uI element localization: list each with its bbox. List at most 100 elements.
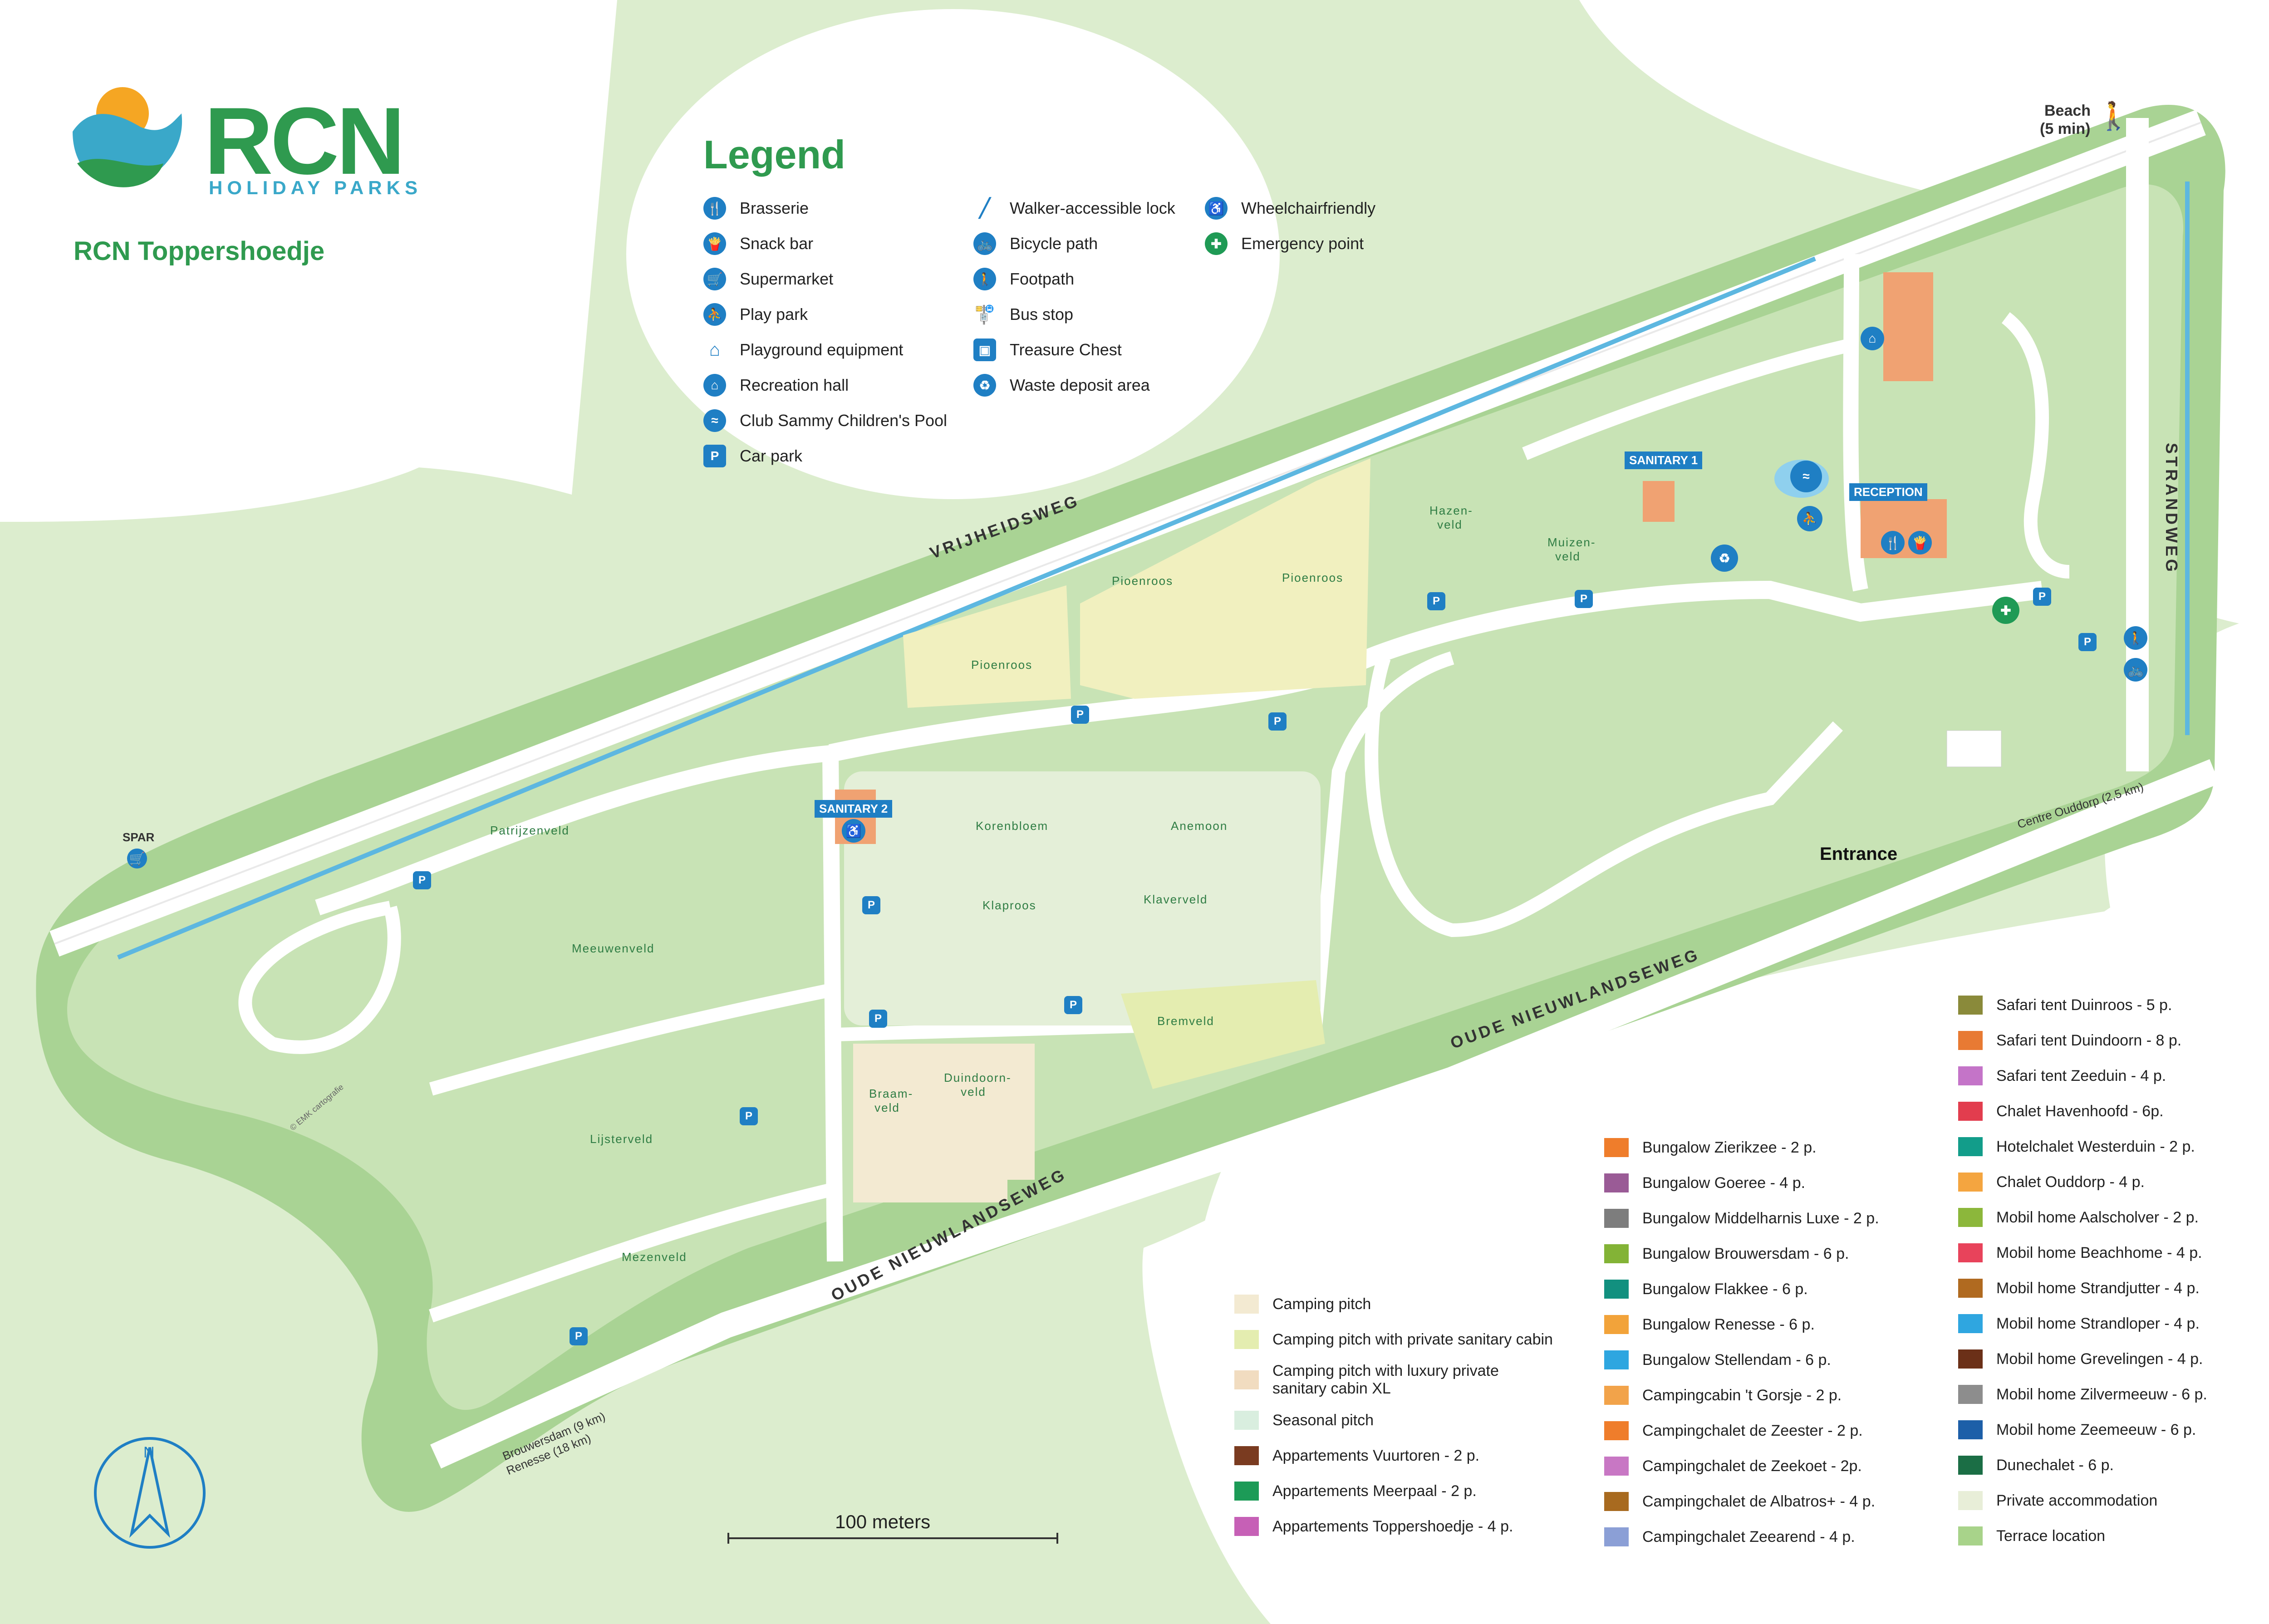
footpath-icon: 🚶	[2124, 626, 2147, 650]
internal-road-meeuwenveld	[429, 982, 837, 1096]
parking-icon[interactable]: P	[1427, 592, 1445, 610]
parking-icon[interactable]: P	[413, 871, 431, 889]
play-park-icon[interactable]: ⛹	[1797, 506, 1822, 531]
legend-item: ⌂ Recreation hall	[703, 368, 947, 403]
key-bungalows: Bungalow Zierikzee - 2 p. Bungalow Goere…	[1604, 1130, 1879, 1555]
entrance-label[interactable]: Entrance	[1820, 844, 1898, 864]
key-pitches: Camping pitch Camping pitch with private…	[1234, 1286, 1553, 1544]
cart-icon[interactable]: 🛒	[127, 849, 147, 868]
key-label: Campingchalet de Zeekoet - 2p.	[1642, 1457, 1862, 1475]
korenbloem-field	[844, 771, 1321, 1025]
cutlery-icon: 🍴	[703, 197, 726, 220]
key-item: Mobil home Grevelingen - 4 p.	[1958, 1341, 2207, 1377]
field-duindoornveld: Duindoorn-veld	[944, 1071, 1012, 1099]
reception-label[interactable]: RECEPTION	[1849, 483, 1927, 501]
key-item: Dunechalet - 6 p.	[1958, 1447, 2207, 1483]
north-arrow	[129, 1447, 171, 1538]
key-label: Mobil home Beachhome - 4 p.	[1996, 1244, 2202, 1261]
field-pioenroos-east: Pioenroos	[1282, 571, 1344, 584]
sanitary-2-label[interactable]: SANITARY 2	[815, 800, 893, 818]
key-label: Seasonal pitch	[1272, 1411, 1374, 1429]
key-item: Safari tent Duindoorn - 8 p.	[1958, 1023, 2207, 1058]
emergency-icon: ✚	[1992, 597, 2019, 624]
parking-icon[interactable]: P	[1268, 712, 1287, 731]
parking-icon[interactable]: P	[740, 1107, 758, 1125]
parking-icon[interactable]: P	[1575, 590, 1593, 608]
swatch	[1234, 1330, 1259, 1349]
key-item: Campingcabin 't Gorsje - 2 p.	[1604, 1378, 1879, 1413]
key-item: Safari tent Duinroos - 5 p.	[1958, 987, 2207, 1023]
key-item: Mobil home Beachhome - 4 p.	[1958, 1235, 2207, 1271]
key-label: Hotelchalet Westerduin - 2 p.	[1996, 1138, 2195, 1155]
parking-icon[interactable]: P	[570, 1327, 588, 1345]
swatch	[1604, 1315, 1629, 1334]
legend-label: Club Sammy Children's Pool	[740, 411, 948, 430]
swatch	[1234, 1446, 1259, 1465]
legend-item: ╱Walker-accessible lock	[973, 191, 1175, 226]
legend-item: 🛒Supermarket	[703, 261, 947, 297]
canal	[117, 256, 1816, 960]
parking-icon: P	[703, 445, 726, 467]
parking-icon[interactable]: P	[1064, 996, 1082, 1014]
swatch	[1958, 1102, 1983, 1121]
key-label: Safari tent Zeeduin - 4 p.	[1996, 1067, 2166, 1084]
key-label: Chalet Havenhoofd - 6p.	[1996, 1102, 2164, 1120]
spar-label: SPAR	[123, 830, 155, 844]
parking-icon[interactable]: P	[869, 1010, 887, 1028]
parking-icon[interactable]: P	[1071, 706, 1089, 724]
lock-icon: ╱	[979, 198, 991, 218]
legend-label: Wheelchairfriendly	[1241, 199, 1376, 217]
legend-item: ♻Waste deposit area	[973, 368, 1175, 403]
parking-icon[interactable]: P	[2033, 588, 2051, 606]
swatch	[1604, 1386, 1629, 1405]
legend-item: 🍟Snack bar	[703, 226, 947, 261]
legend-item: ⛹Play park	[703, 297, 947, 332]
key-item: Camping pitch	[1234, 1286, 1553, 1322]
key-item: Camping pitch with private sanitary cabi…	[1234, 1322, 1553, 1357]
legend-label: Bus stop	[1010, 305, 1074, 324]
swatch	[1958, 1208, 1983, 1227]
key-item: Bungalow Middelharnis Luxe - 2 p.	[1604, 1201, 1879, 1236]
key-label: Chalet Ouddorp - 4 p.	[1996, 1173, 2145, 1191]
beach-time-label: (5 min)	[2040, 120, 2091, 137]
sanitary-1-label[interactable]: SANITARY 1	[1625, 451, 1703, 469]
key-item: Terrace location	[1958, 1518, 2207, 1554]
internal-road-mezenveld	[429, 1182, 837, 1323]
legend-item: ⌂Playground equipment	[703, 332, 947, 368]
swatch	[1958, 1526, 1983, 1545]
legend-label: Snack bar	[740, 234, 814, 253]
recreation-hall-icon[interactable]: ⌂	[1861, 327, 1884, 350]
bremveld-field	[1121, 980, 1325, 1089]
cutlery-icon[interactable]: 🍴	[1881, 531, 1905, 554]
swatch	[1958, 1314, 1983, 1333]
field-muizenveld: Muizen-veld	[1547, 535, 1596, 563]
key-label: Campingchalet Zeearend - 4 p.	[1642, 1528, 1855, 1545]
legend-label: Recreation hall	[740, 376, 849, 394]
footpath-icon: 🚶	[973, 268, 996, 290]
legend-item: 🚏Bus stop	[973, 297, 1175, 332]
key-label: Bungalow Brouwersdam - 6 p.	[1642, 1245, 1849, 1262]
swatch	[1958, 1456, 1983, 1475]
swatch	[1604, 1173, 1629, 1192]
key-label: Bungalow Zierikzee - 2 p.	[1642, 1138, 1817, 1156]
parking-icon[interactable]: P	[862, 896, 880, 914]
legend-item: 🍴Brasserie	[703, 191, 947, 226]
key-item: Mobil home Strandjutter - 4 p.	[1958, 1271, 2207, 1306]
swatch	[1234, 1370, 1259, 1389]
swatch	[1234, 1295, 1259, 1314]
key-item: Seasonal pitch	[1234, 1403, 1553, 1438]
snack-icon[interactable]: 🍟	[1908, 531, 1932, 554]
key-label: Bungalow Goeree - 4 p.	[1642, 1174, 1806, 1192]
swatch	[1234, 1517, 1259, 1536]
recreation-hall-icon: ⌂	[703, 374, 726, 397]
pool-icon[interactable]: ≈	[1790, 461, 1822, 492]
key-item: Bungalow Flakkee - 6 p.	[1604, 1271, 1879, 1307]
internal-road-west	[822, 753, 843, 1262]
emergency-icon: ✚	[1205, 232, 1228, 255]
parking-icon[interactable]: P	[2078, 633, 2097, 651]
key-item: Appartements Toppershoedje - 4 p.	[1234, 1509, 1553, 1544]
swatch	[1958, 1420, 1983, 1439]
key-label: Mobil home Grevelingen - 4 p.	[1996, 1350, 2203, 1368]
legend-label: Footpath	[1010, 270, 1075, 288]
brand-name: RCN	[204, 88, 405, 194]
